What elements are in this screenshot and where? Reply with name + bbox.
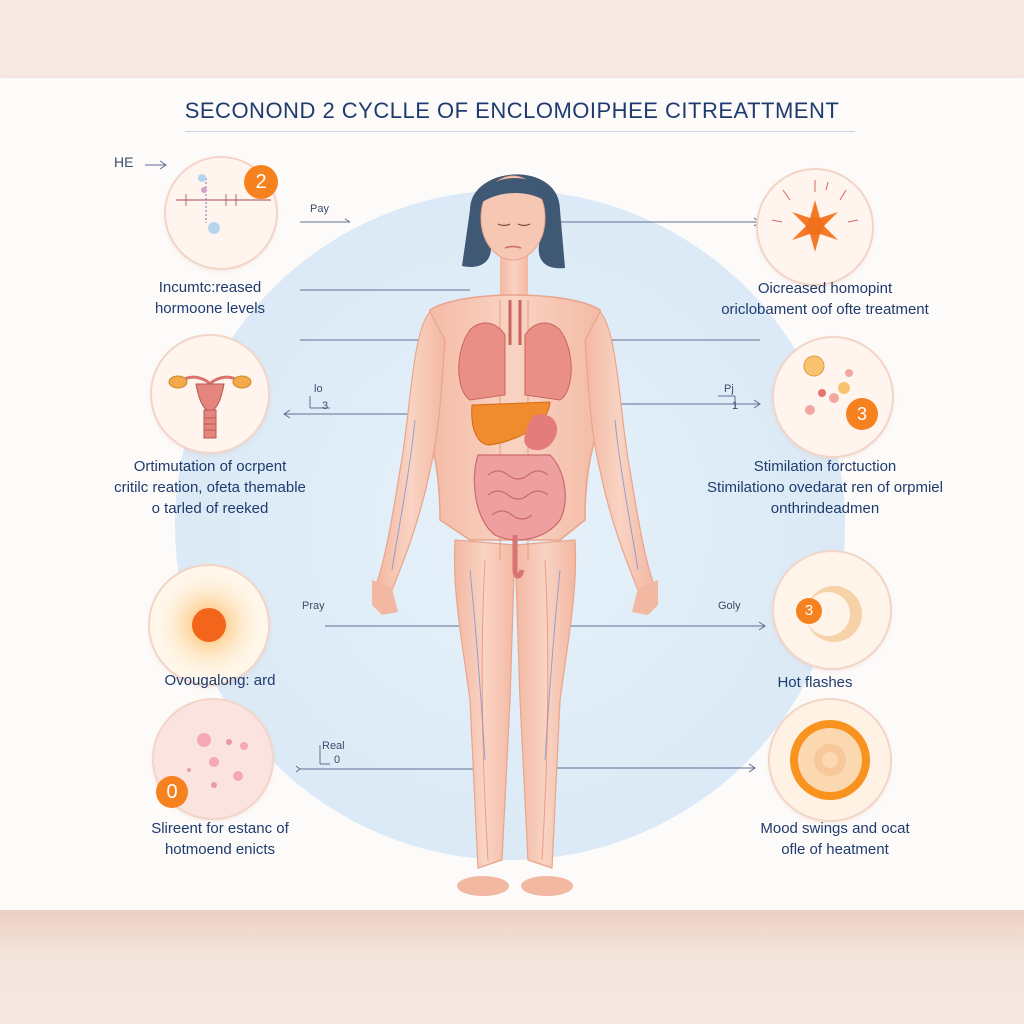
crescent-icon <box>774 552 890 668</box>
tag-lo: lo <box>314 383 323 395</box>
tag-pj-sub: 1 <box>732 400 739 412</box>
mood-orb-icon <box>770 700 890 820</box>
liver <box>471 401 551 446</box>
left-label-1: Incumtc:reased hormoone levels <box>154 279 266 317</box>
right-label-2: Stimilation forctuction Stimilationo ove… <box>707 458 943 517</box>
stomach <box>524 414 558 451</box>
left-label-2: Ortimutation of ocrpent critilc reation,… <box>114 458 306 517</box>
tag-lo-sub: 3 <box>322 400 329 412</box>
right-foot <box>521 876 573 896</box>
tag-pay: Pay <box>310 203 329 215</box>
right-label-3: Hot flashes <box>777 674 853 691</box>
tag-real: Real <box>322 740 345 752</box>
right-lung <box>524 322 572 401</box>
ovarian-cells-icon <box>774 338 892 456</box>
uterus-icon <box>152 336 268 452</box>
left-arm <box>375 311 446 591</box>
right-label-1: Oicreased homopint oriclobament oof ofte… <box>721 280 929 318</box>
badge-2: 2 <box>244 165 278 199</box>
badge-0: 0 <box>156 776 188 808</box>
title-underline <box>185 131 855 132</box>
poster-title: SECONOND 2 CYCLLE OF ENCLOMOIPHEE CITREA… <box>184 98 840 123</box>
badge-3-top: 3 <box>846 398 878 430</box>
intestines <box>473 454 566 541</box>
tag-pj: Pj <box>724 383 734 395</box>
right-leg <box>514 539 577 869</box>
left-hand <box>372 580 398 615</box>
left-label-3: Ovougalong: ard <box>164 672 276 689</box>
left-foot <box>457 876 509 896</box>
left-label-4: Slireent for estanc of hotmoend enicts <box>151 820 289 858</box>
tag-real-sub: 0 <box>334 754 341 766</box>
follicle-burst-icon <box>758 170 872 284</box>
tag-goly: Goly <box>718 600 741 612</box>
badge-3-mid: 3 <box>796 598 822 624</box>
bottom-band <box>0 910 1024 1024</box>
right-arm <box>584 311 655 591</box>
head <box>480 175 546 261</box>
left-leg <box>453 539 516 869</box>
top-marker: HE <box>114 154 134 170</box>
tag-pray: Pray <box>302 600 325 612</box>
right-label-4: Mood swings and ocat ofle of heatment <box>760 820 910 858</box>
left-lung <box>458 322 506 401</box>
right-hand <box>632 580 658 615</box>
sun-burst-icon <box>150 566 268 684</box>
